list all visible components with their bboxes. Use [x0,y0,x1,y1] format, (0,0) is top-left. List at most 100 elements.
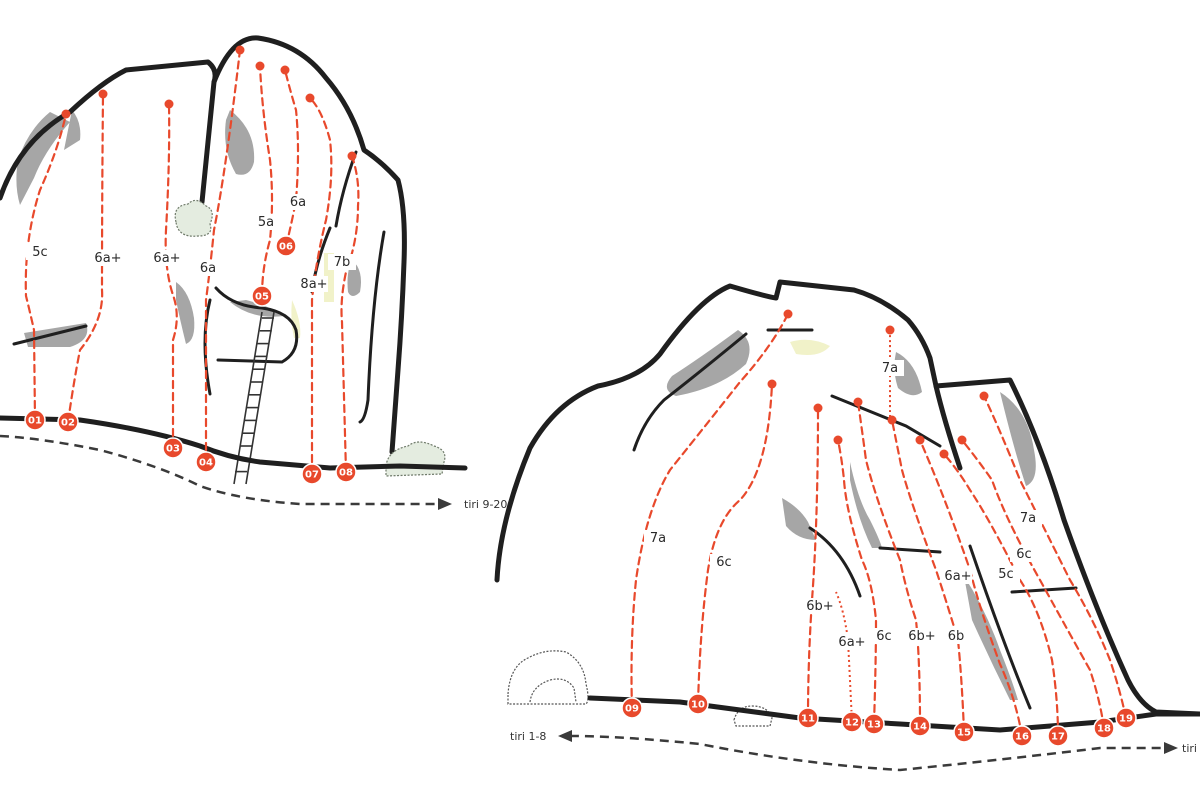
grade-label: 6a [290,195,306,210]
route-01[interactable]: 01 5c [24,109,71,431]
route-anchor [887,415,897,425]
rock-crack [203,298,212,396]
route-anchor [783,309,793,319]
route-number: 01 [28,416,42,427]
route-anchor [885,325,895,335]
rock-crack [1010,586,1078,594]
grade-label: 7a [882,361,898,376]
route-number-badge [1011,725,1033,747]
bush [733,705,773,727]
route-number: 12 [845,718,859,729]
rock-highlight [790,339,830,355]
route-number: 08 [339,468,353,479]
bush [174,199,213,237]
route-anchor [939,449,949,459]
route-number-badge [1047,725,1069,747]
route-anchor [813,403,823,413]
grade-label-bg [328,254,356,270]
grade-label: 6b [948,629,965,644]
route-number: 10 [691,700,705,711]
route-line [890,418,966,734]
route-number: 18 [1097,724,1111,735]
route-number: 17 [1051,732,1065,743]
route-number-badge [621,697,643,719]
approach-path-left [0,434,440,506]
route-anchor [347,151,357,161]
route-number: 03 [166,444,180,455]
rock-shadow [1000,392,1036,486]
right-crag [494,279,1200,727]
route-10[interactable]: 10 6c [687,379,777,715]
rock-crack [808,526,862,598]
grade-label-bg [806,598,834,614]
route-line [836,438,878,726]
grade-label: 5c [998,567,1013,582]
grade-label-bg [942,628,970,644]
route-line [630,312,790,710]
route-number-badge [275,235,297,257]
grade-label-bg [644,530,672,546]
rock-shadow [225,110,255,175]
grade-label-bg [710,554,738,570]
route-line [960,438,1106,730]
route-anchor [305,93,315,103]
route-number: 16 [1015,732,1029,743]
route-17[interactable]: 17 5c [939,449,1069,747]
grade-label: 6c [716,555,731,570]
grade-label-bg [870,628,898,644]
grade-label: 6a [200,261,216,276]
route-number: 11 [801,714,815,725]
route-number: 09 [625,704,639,715]
rock-crack [878,546,942,554]
grade-label-bg [300,276,328,292]
route-15[interactable]: 15 6b [887,415,975,743]
rock-crack [334,150,358,228]
route-line [806,406,820,720]
grade-label-bg [194,260,222,276]
grade-label-bg [252,214,280,230]
ground-line-left [0,415,468,471]
approach-label-back: tiri 1-8 [510,730,546,743]
grade-label-bg [944,568,972,584]
approach-arrow-right [1164,742,1178,754]
route-line [66,92,105,424]
grade-label: 6b+ [908,629,935,644]
route-anchor [767,379,777,389]
approach-arrow-left [558,730,572,742]
ladder [233,311,275,485]
grade-label: 5c [32,245,47,260]
route-number-badge [1115,707,1137,729]
route-number-badge [24,409,46,431]
route-line [204,48,242,464]
route-anchor [957,435,967,445]
route-number-badge [953,721,975,743]
route-number: 15 [957,728,971,739]
route-number: 05 [255,292,269,303]
route-extra[interactable]: 7a [876,325,904,423]
approach-label-left: tiri 9-20 [464,498,507,511]
route-anchor [979,391,989,401]
rock-crack [12,324,88,346]
rock-outline [933,383,963,471]
bush [529,678,577,703]
route-line [918,438,1024,738]
approach-label-forward: tiri [1182,742,1197,755]
grade-label-bg [908,628,936,644]
route-number-badge [251,285,273,307]
